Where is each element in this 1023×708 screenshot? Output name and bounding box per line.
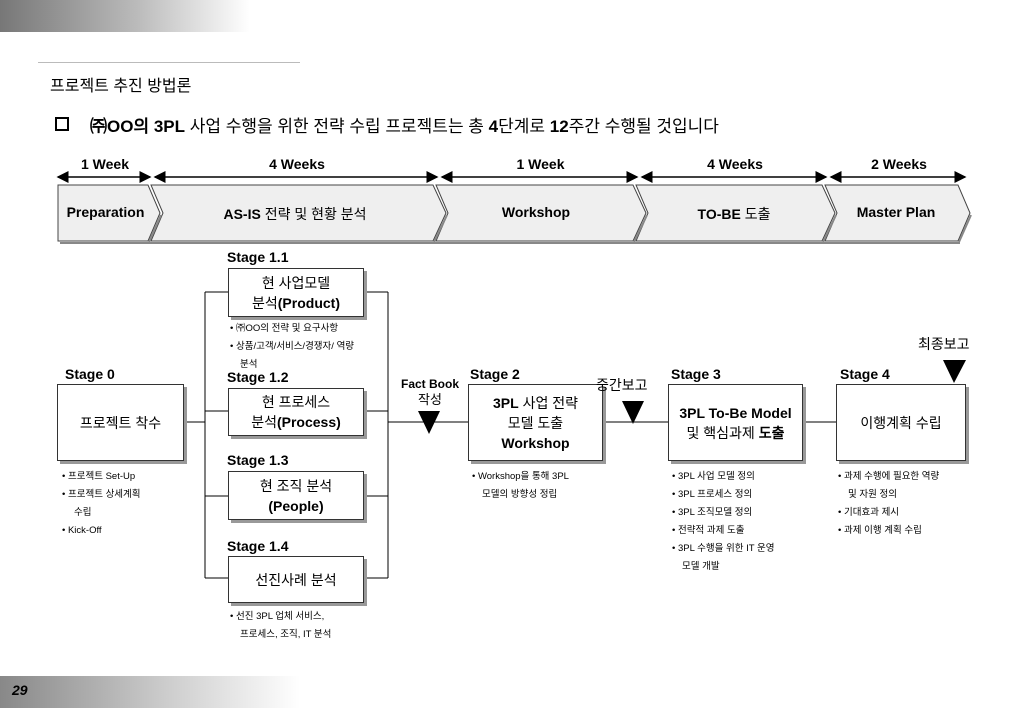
phase-master-plan: Master Plan (856, 204, 936, 220)
stage-2-label: Stage 2 (470, 366, 520, 382)
header-gradient-bar (0, 0, 250, 32)
checkbox-bullet-icon (55, 117, 69, 131)
phase-preparation: Preparation (66, 204, 145, 220)
fact-book-milestone-label: Fact Book 작성 (400, 377, 459, 407)
stage-1-3-label: Stage 1.3 (227, 452, 289, 468)
phase-chevron-shadows (60, 214, 972, 244)
stage-3-box: 3PL To-Be Model 및 핵심과제 도출 (668, 384, 803, 461)
stage-1-1-box: 현 사업모델 분석(Product) (228, 268, 364, 317)
duration-master-plan: 2 Weeks (871, 156, 927, 172)
stage-0-bullets: • 프로젝트 Set-Up • 프로젝트 상세계획 수립 • Kick-Off (62, 471, 141, 536)
stage-4-bullets: • 과제 수행에 필요한 역량 및 자원 정의 • 기대효과 제시 • 과제 이… (838, 471, 940, 536)
stage-0-box: 프로젝트 착수 (57, 384, 184, 461)
stage-4-box: 이행계획 수립 (836, 384, 966, 461)
stage-1-2-box: 현 프로세스 분석(Process) (228, 388, 364, 436)
stage-1-4-label: Stage 1.4 (227, 538, 289, 554)
interim-report-label: 중간보고 (596, 377, 648, 393)
page-number: 29 (12, 682, 28, 698)
duration-workshop: 1 Week (516, 156, 565, 172)
header-divider (38, 62, 300, 63)
footer-gradient-bar (0, 676, 300, 708)
stage-2-box: 3PL 사업 전략 모델 도출 Workshop (468, 384, 603, 461)
stage-1-4-box: 선진사례 분석 (228, 556, 364, 603)
milestone-triangles (418, 360, 966, 434)
phase-workshop: Workshop (501, 204, 571, 220)
stage-1-1-label: Stage 1.1 (227, 249, 289, 265)
stage-3-bullets: • 3PL 사업 모델 정의 • 3PL 프로세스 정의 • 3PL 조직모델 … (672, 471, 775, 572)
duration-preparation: 1 Week (81, 156, 129, 172)
stage-3-label: Stage 3 (671, 366, 721, 382)
phase-tobe: TO-BE 도출 (697, 206, 771, 222)
stage-1-2-label: Stage 1.2 (227, 369, 289, 385)
duration-tobe: 4 Weeks (707, 156, 763, 172)
stage-1-4-bullets: • 선진 3PL 업체 서비스, 프로세스, 조직, IT 분석 (230, 611, 332, 640)
duration-asis: 4 Weeks (269, 156, 325, 172)
stage-0-label: Stage 0 (65, 366, 115, 382)
connector-lines (184, 291, 836, 579)
page-subtitle: 프로젝트 추진 방법론 (50, 78, 192, 95)
page-headline: ㈜OO의 3PL 사업 수행을 위한 전략 수립 프로젝트는 총 4단계로 12… (90, 117, 719, 136)
stage-2-bullets: • Workshop을 통해 3PL 모델의 방향성 정립 (472, 471, 569, 500)
stage-1-3-box: 현 조직 분석 (People) (228, 471, 364, 520)
final-report-label: 최종보고 (918, 336, 970, 352)
stage-4-label: Stage 4 (840, 366, 890, 382)
phase-asis: AS-IS 전략 및 현황 분석 (223, 206, 367, 222)
phase-chevrons (57, 184, 971, 242)
stage-1-1-bullets: • ㈜OO의 전략 및 요구사항 • 상품/고객/서비스/경쟁자/ 역량 분석 (230, 323, 355, 370)
